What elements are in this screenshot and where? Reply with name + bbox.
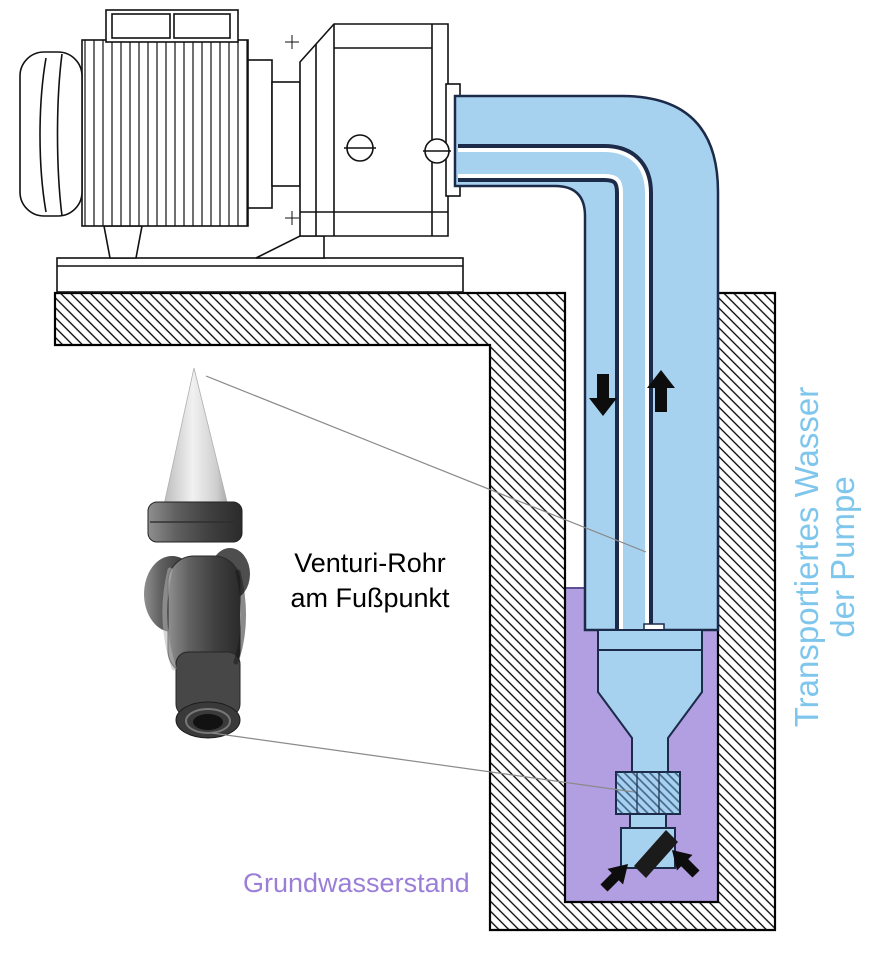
transported-water-label-line1: Transportiertes Wasser (788, 387, 825, 727)
flow-up-arrow-icon (647, 370, 675, 412)
intake-arrow-left-icon (600, 863, 629, 892)
transported-water-label-line2: der Pumpe (824, 476, 861, 637)
flow-down-arrow-icon (589, 374, 617, 416)
ground-and-well-walls (53, 291, 777, 932)
venturi-photo (144, 367, 250, 739)
venturi-caption-line2: am Fußpunkt (290, 583, 450, 613)
venturi-caption-line1: Venturi-Rohr (294, 548, 446, 578)
motor-foot (103, 225, 143, 259)
callout-line-top (205, 375, 647, 553)
venturi-assembly (597, 629, 703, 878)
base-plate (56, 257, 464, 293)
motor-body (81, 39, 249, 227)
pump-drawing (19, 9, 464, 293)
coupling-nut-hatch (616, 772, 680, 814)
venturi-shoulder (597, 629, 703, 651)
intake-arrow-right-icon (671, 849, 700, 878)
foot-neck (629, 813, 667, 829)
groundwater-level-label: Grundwasserstand (243, 868, 470, 898)
pump-housing (299, 23, 449, 237)
callout-line-bottom (211, 732, 635, 793)
valve-flap (634, 830, 678, 878)
coupling-flange (247, 59, 273, 209)
motor-end-cap (19, 51, 83, 217)
